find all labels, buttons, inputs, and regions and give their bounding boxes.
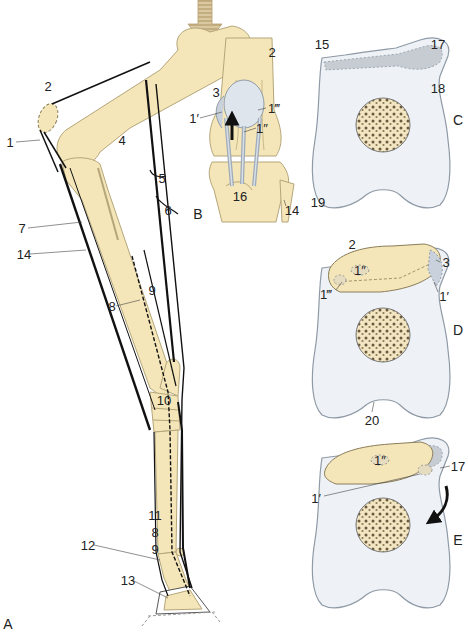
panel-letter: B <box>193 207 202 221</box>
femur-cross-section <box>312 38 450 208</box>
callout-number: 1″ <box>374 454 386 467</box>
leader-line <box>200 108 286 206</box>
panel-letter: D <box>453 323 463 337</box>
callout-number: 1″ <box>256 122 268 135</box>
peroneus-tertius <box>60 164 150 430</box>
calcaneus <box>160 359 180 396</box>
patella <box>324 442 432 484</box>
bone-outline <box>312 38 450 208</box>
callout-number: 14 <box>17 248 31 261</box>
callout-number: 17 <box>451 460 465 473</box>
ground-line <box>142 612 220 626</box>
callout-number: 9 <box>148 284 155 297</box>
callout-number: 1‴ <box>320 288 332 301</box>
patellar-ligament <box>40 130 58 172</box>
parapatellar-cartilage <box>216 96 224 128</box>
femur-cross-section <box>312 438 450 608</box>
callout-number: 9 <box>151 543 158 556</box>
callout-number: 1‴ <box>268 102 280 115</box>
callout-number: 1 <box>6 136 13 149</box>
patellar-ligament <box>44 132 66 168</box>
coffin-bone <box>164 590 202 610</box>
callout-number: 6 <box>164 204 171 217</box>
callout-number: 10 <box>157 394 171 407</box>
ligament-attachment <box>334 275 346 285</box>
hoof <box>156 586 210 614</box>
callout-number: 8 <box>108 300 115 313</box>
callout-number: 2 <box>268 46 275 59</box>
deep-flexor <box>144 250 176 386</box>
panel-letter: E <box>453 533 462 547</box>
quadriceps-line <box>52 62 150 104</box>
fibula <box>98 168 118 240</box>
callout-number: 1′ <box>439 290 449 303</box>
callout-number: 18 <box>431 82 445 95</box>
patella-hidden-edge <box>334 262 434 282</box>
tibialis-cranialis <box>70 168 155 410</box>
callout-number: 20 <box>365 414 379 427</box>
cancellous-bone <box>356 308 410 362</box>
callout-number: 3 <box>442 256 449 269</box>
panel-letter: A <box>3 617 12 631</box>
rotation-arrow <box>432 486 447 520</box>
callout-number: 4 <box>118 134 125 147</box>
callout-number: 2 <box>348 238 355 251</box>
deep-flexor <box>132 256 190 596</box>
tarsal-joint <box>152 408 179 410</box>
panel-letter: C <box>453 113 463 127</box>
callout-number: 12 <box>81 539 95 552</box>
callout-number: 14 <box>285 204 299 217</box>
trochlear-ridge <box>324 46 442 70</box>
callout-number: 1′ <box>189 112 199 125</box>
patella <box>34 101 61 135</box>
cancellous-bone <box>356 98 410 152</box>
bone-outline <box>312 438 450 608</box>
tibia-proximal <box>209 162 288 222</box>
callout-number: 1′ <box>311 492 321 505</box>
callout-number: 16 <box>233 190 247 203</box>
callout-number: 2 <box>44 80 51 93</box>
callout-number: 13 <box>121 574 135 587</box>
patella <box>328 244 440 292</box>
callout-number: 7 <box>18 222 25 235</box>
callout-number: 3 <box>212 86 219 99</box>
parapatellar-cartilage <box>428 250 442 286</box>
upward-arrow <box>231 118 234 140</box>
leader-line <box>16 140 168 598</box>
leader-line <box>336 260 440 412</box>
callout-number: 17 <box>431 38 445 51</box>
tarsal-bones <box>150 392 180 432</box>
callout-number: 11 <box>148 509 162 522</box>
callout-number: 19 <box>311 196 325 209</box>
tarsal-joint <box>153 420 180 421</box>
cancellous-bone <box>356 498 410 552</box>
ligament-attachment <box>418 465 432 475</box>
suspensory-ligament <box>178 402 190 588</box>
callout-number: 15 <box>315 38 329 51</box>
leader-line <box>324 466 450 496</box>
callout-number: 1″ <box>354 264 366 277</box>
callout-number: 8 <box>151 526 158 539</box>
callout-number: 5 <box>158 172 165 185</box>
